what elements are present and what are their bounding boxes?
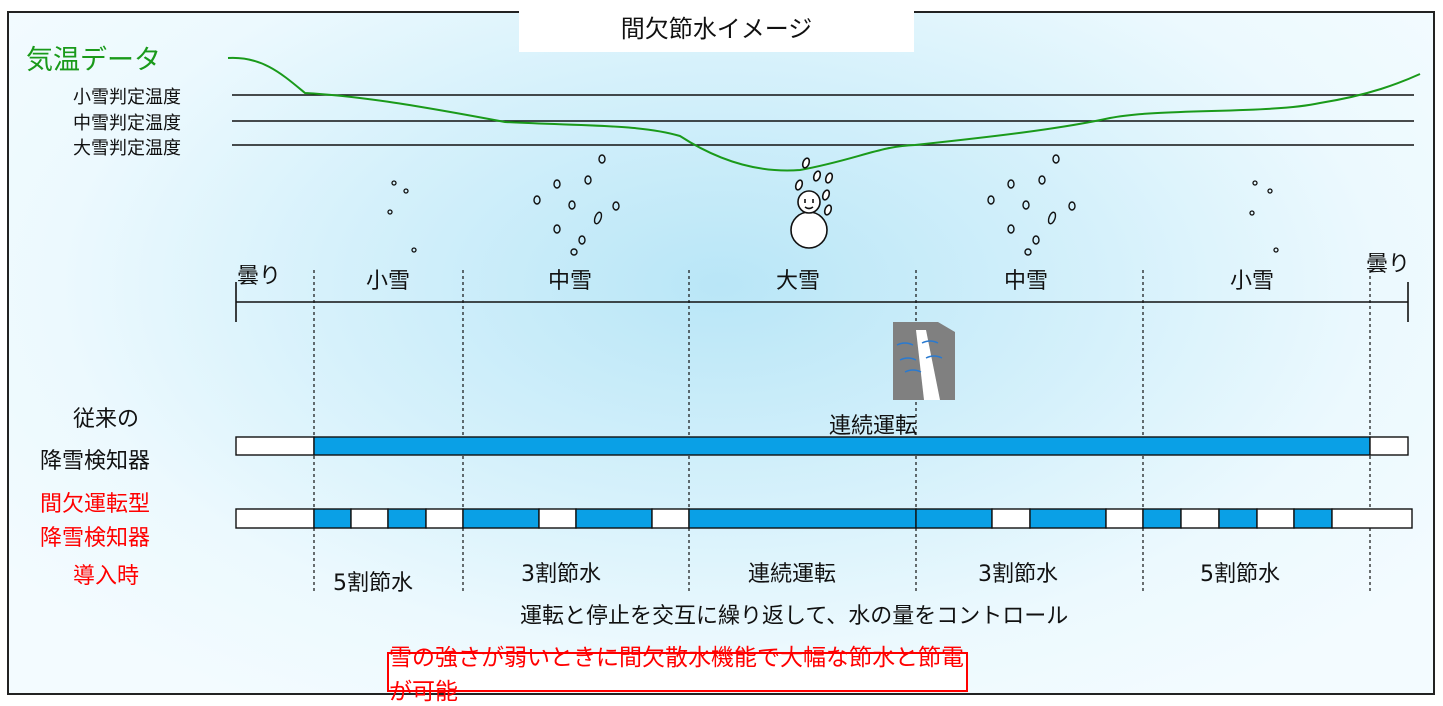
stage-label-medium-snow: 中雪 [548, 269, 593, 294]
savings-label: 連続運転 [748, 562, 837, 587]
intermittent-operation-bar [235, 508, 1413, 529]
snowman-icon [790, 157, 834, 249]
intermittent-label-line-1: 間欠運転型 [40, 492, 151, 517]
threshold-label-medium: 中雪判定温度 [73, 113, 181, 134]
diagram-frame [7, 11, 1435, 695]
message-box: 雪の強さが弱いときに間欠散水機能で大幅な節水と節電が可能 [387, 645, 968, 705]
threshold-label-heavy: 大雪判定温度 [73, 138, 181, 159]
stage-label-light-snow: 小雪 [366, 269, 411, 294]
stage-label-cloudy: 曇り [237, 264, 282, 289]
stage-label-light-snow: 小雪 [1230, 269, 1275, 294]
threshold-label-light: 小雪判定温度 [73, 87, 181, 108]
intermittent-label-line-3: 導入時 [73, 564, 140, 589]
savings-label: 5割節水 [1200, 562, 1280, 587]
title-box: 間欠節水イメージ [519, 0, 914, 52]
conventional-mode-label: 連続運転 [829, 414, 918, 439]
stage-label-cloudy: 曇り [1366, 252, 1411, 277]
conventional-operation-bar [235, 436, 1409, 456]
stage-label-medium-snow: 中雪 [1004, 269, 1049, 294]
stage-timeline [235, 282, 1409, 322]
snowflake-dots-icon [533, 154, 620, 256]
stage-label-heavy-snow: 大雪 [776, 269, 821, 294]
conventional-label-line-2: 降雪検知器 [40, 449, 151, 474]
message-text: 雪の強さが弱いときに間欠散水機能で大幅な節水と節電が可能 [389, 645, 964, 705]
diagram-title: 間欠節水イメージ [620, 14, 813, 43]
temperature-label: 気温データ [26, 45, 161, 76]
threshold-lines [232, 94, 1414, 146]
snowflake-dots-icon [987, 154, 1076, 256]
savings-label: 3割節水 [521, 562, 601, 587]
savings-label: 5割節水 [333, 571, 413, 596]
savings-label: 3割節水 [978, 562, 1058, 587]
road-sprinkler-icon [893, 322, 955, 400]
temperature-curve [227, 56, 1421, 172]
intermittent-label-line-2: 降雪検知器 [40, 526, 151, 551]
conventional-label-line-1: 従来の [73, 407, 140, 432]
snowflake-dots-icon [387, 180, 417, 253]
snowflake-dots-icon [1249, 180, 1279, 253]
explanation-text: 運転と停止を交互に繰り返して、水の量をコントロール [520, 604, 1069, 629]
